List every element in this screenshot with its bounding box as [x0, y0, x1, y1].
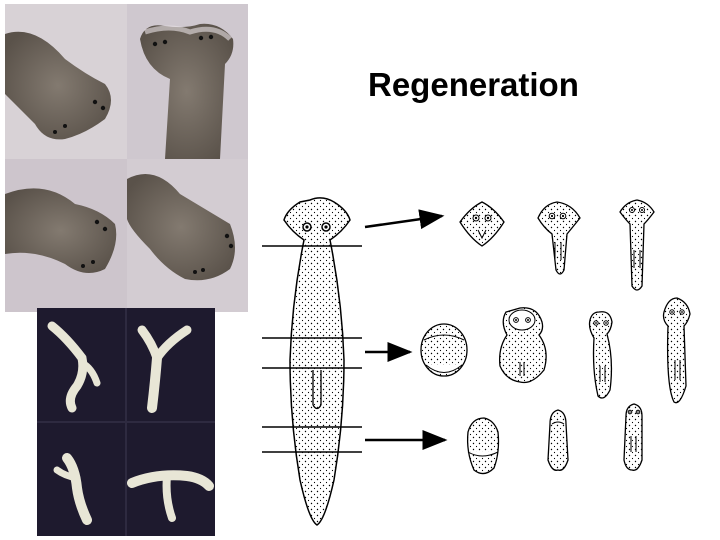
planarian-body	[283, 197, 351, 526]
eye-spot	[81, 264, 85, 268]
eye-spot	[201, 268, 205, 272]
eye-spot	[193, 270, 197, 274]
row-1-stage-3	[619, 199, 655, 291]
worm-body	[5, 188, 117, 273]
row-3-stage-1	[466, 417, 500, 475]
row-2-stage-2	[499, 307, 547, 384]
row-3-stage-3	[623, 403, 643, 471]
eye-spot	[63, 124, 67, 128]
eye-spot	[152, 41, 158, 47]
eye-spot	[92, 99, 98, 105]
worm-body	[5, 31, 111, 140]
pharynx	[312, 370, 322, 410]
eye-spot	[224, 233, 230, 239]
worm-body	[127, 174, 235, 281]
eye-spot	[228, 243, 234, 249]
eye-spot	[100, 105, 106, 111]
row-2-stage-3	[588, 311, 613, 399]
eye-spot	[91, 260, 95, 264]
worm-body	[140, 23, 234, 159]
eye-spot	[208, 34, 214, 40]
eye-spot	[162, 39, 168, 45]
row-2-stage-1	[420, 323, 468, 377]
photo-montage-top	[5, 4, 248, 312]
slide-title: Regeneration	[368, 66, 579, 103]
photo-montage-bottom	[37, 308, 215, 536]
eye-spot	[102, 226, 108, 232]
eye-spot	[198, 35, 204, 41]
row-1-stage-2	[537, 201, 581, 275]
row-1-stage-1	[459, 201, 505, 247]
regeneration-diagram	[262, 190, 712, 540]
row-2-stage-4	[662, 297, 691, 404]
row-3-stage-2	[547, 409, 569, 471]
worm-fragment	[47, 321, 88, 413]
eye-spot	[53, 130, 57, 134]
worm-fragment	[127, 470, 214, 491]
worm-fragment	[62, 453, 92, 525]
arrow-row-1	[364, 209, 445, 230]
eye-spot	[94, 219, 100, 225]
